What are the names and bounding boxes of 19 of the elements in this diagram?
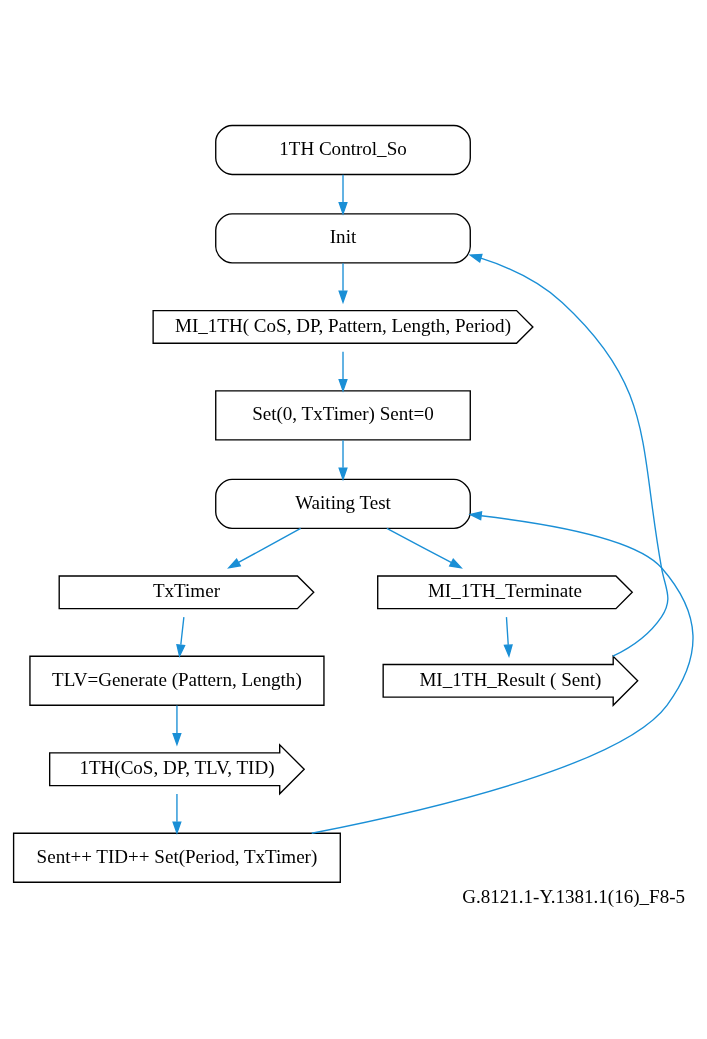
arrow bbox=[338, 174, 348, 216]
arrow bbox=[503, 616, 513, 659]
node-box: Sent++ TID++ Set(Period, TxTimer) bbox=[12, 832, 341, 883]
arrow bbox=[338, 439, 348, 482]
arrow bbox=[172, 793, 182, 836]
arrow bbox=[176, 616, 186, 659]
node-box: Init bbox=[215, 213, 471, 264]
node-box: TLV=Generate (Pattern, Length) bbox=[29, 655, 325, 706]
arrow bbox=[468, 253, 669, 657]
node-box: Waiting Test bbox=[215, 478, 471, 530]
arrow bbox=[227, 527, 302, 569]
arrow bbox=[386, 527, 463, 569]
caption: G.8121.1-Y.1381.1(16)_F8-5 bbox=[462, 885, 686, 907]
arrow bbox=[172, 704, 182, 747]
arrow bbox=[338, 262, 348, 305]
node-box: 1TH Control_So bbox=[215, 124, 471, 176]
node-box: Set(0, TxTimer) Sent=0 bbox=[215, 390, 471, 441]
arrow bbox=[338, 351, 348, 393]
arrow bbox=[311, 511, 694, 834]
